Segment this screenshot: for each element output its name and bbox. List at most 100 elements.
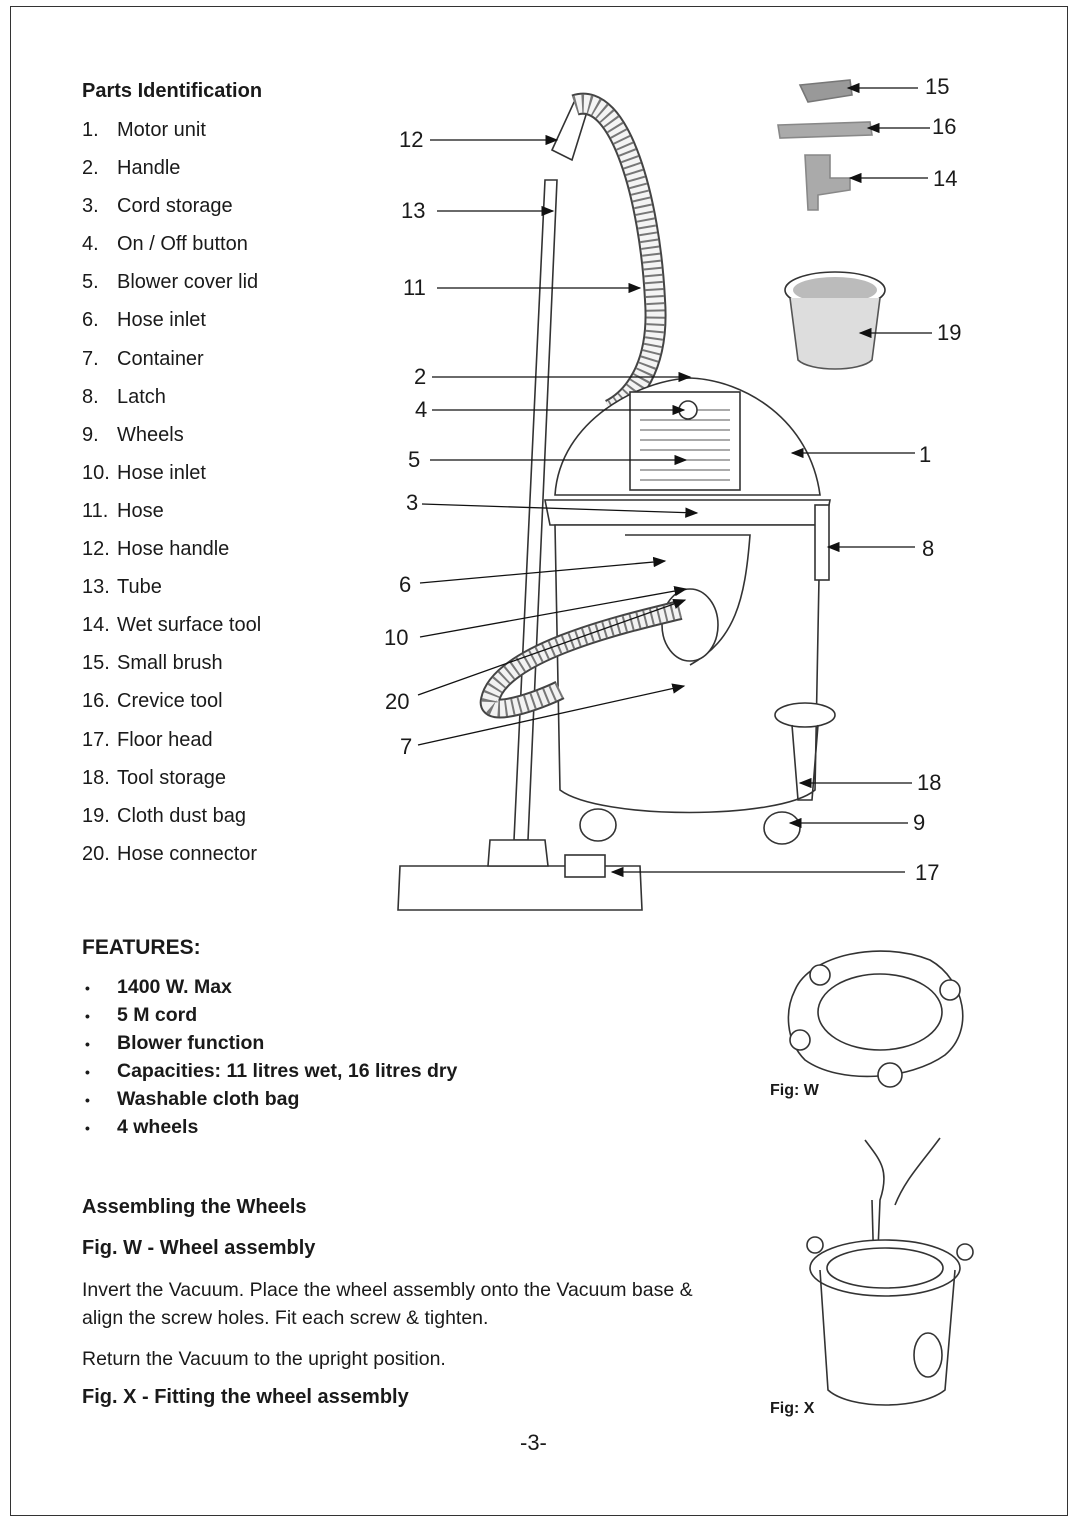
part-number: 18. [82, 766, 110, 789]
parts-item: 14. Wet surface tool [82, 612, 261, 650]
bullet: • [85, 1092, 90, 1109]
part-label: Cloth dust bag [117, 804, 246, 827]
part-label: Latch [117, 385, 166, 408]
feature-label: 1400 W. Max [117, 976, 232, 998]
parts-item: 11. Hose [82, 498, 261, 536]
feature-label: Capacities: 11 litres wet, 16 litres dry [117, 1060, 458, 1083]
page-border [10, 6, 1068, 1516]
parts-item: 17. Floor head [82, 727, 261, 765]
fig-x-caption: Fig: X [770, 1400, 815, 1417]
fig-x-drawing [806, 1137, 974, 1406]
fig-w-caption: Fig: W [770, 1082, 819, 1099]
parts-item: 4.On / Off button [82, 231, 261, 269]
latch [814, 504, 830, 581]
bullet: • [85, 980, 90, 996]
part-label: Crevice tool [117, 690, 223, 713]
part-number: 3. [82, 195, 99, 218]
callout-11: 11 [403, 275, 426, 300]
callout-18: 18 [917, 770, 942, 795]
callout-16: 16 [932, 114, 957, 139]
callout-20: 20 [385, 689, 410, 714]
callout-10: 10 [384, 625, 409, 650]
part-label: Hose [117, 499, 164, 522]
part-label: Container [117, 347, 204, 370]
callout-12: 12 [399, 127, 424, 152]
callout-15: 15 [925, 74, 950, 99]
upright-instruction: Return the Vacuum to the upright positio… [82, 1348, 446, 1370]
part-label: Cord storage [117, 195, 233, 218]
callout-19: 19 [937, 320, 962, 345]
bullet: • [85, 1064, 90, 1081]
part-label: Small brush [117, 652, 223, 675]
part-label: Floor head [117, 728, 213, 751]
part-label: Hose connector [117, 842, 258, 865]
parts-item: 13. Tube [82, 574, 261, 612]
part-label: Hose inlet [117, 309, 206, 332]
feature-label: Washable cloth bag [117, 1088, 300, 1111]
part-number: 19. [82, 804, 110, 827]
feature-item: • Blower function [82, 1030, 457, 1058]
bullet: • [85, 1036, 90, 1053]
part-number: 13. [82, 576, 110, 599]
callout-17: 17 [915, 860, 940, 885]
part-label: Tool storage [117, 766, 226, 789]
feature-label: 5 M cord [117, 1004, 198, 1027]
parts-item: 8.Latch [82, 384, 261, 422]
fig-w-title: Fig. W - Wheel assembly [82, 1237, 316, 1259]
parts-item: 20.Hose connector [82, 841, 261, 879]
parts-item: 16. Crevice tool [82, 688, 261, 726]
part-number: 7. [82, 347, 99, 370]
part-label: Tube [117, 576, 162, 599]
fig-x-title: Fig. X - Fitting the wheel assembly [82, 1386, 409, 1408]
parts-identification-title: Parts Identification [82, 80, 263, 102]
feature-item: • 5 M cord [82, 1002, 457, 1030]
page-number: -3- [520, 1430, 547, 1455]
crevice-tool [777, 121, 873, 139]
part-number: 14. [82, 614, 110, 637]
part-label: Hose handle [117, 538, 230, 561]
callout-8: 8 [922, 536, 935, 561]
tool-storage-brush [774, 702, 836, 728]
feature-label: Blower function [117, 1032, 265, 1055]
part-number: 11. [82, 499, 109, 522]
wet-surface-tool [804, 154, 851, 211]
part-number: 16. [82, 690, 110, 713]
part-number: 2. [82, 157, 99, 180]
part-number: 1. [82, 119, 99, 141]
parts-item: 19. Cloth dust bag [82, 803, 261, 841]
parts-item: 15. Small brush [82, 650, 261, 688]
small-brush [798, 79, 853, 103]
hose-inlet [661, 588, 719, 662]
part-number: 6. [82, 309, 99, 332]
callout-13: 13 [401, 198, 426, 223]
feature-item: •4 wheels [82, 1114, 457, 1142]
assembling-wheels-title: Assembling the Wheels [82, 1196, 307, 1218]
callout-7: 7 [400, 734, 413, 759]
part-number: 4. [82, 233, 99, 256]
callout-3: 3 [406, 490, 419, 515]
container [554, 524, 821, 814]
part-label: Wet surface tool [117, 614, 262, 637]
feature-item: • Capacities: 11 litres wet, 16 litres dr… [82, 1058, 457, 1086]
parts-item: 2.Handle [82, 155, 261, 193]
part-label: Hose inlet [117, 461, 206, 484]
parts-item: 18. Tool storage [82, 765, 261, 803]
callout-4: 4 [415, 397, 428, 422]
assembly-instructions: Invert the Vacuum. Place the wheel assem… [82, 1279, 693, 1329]
part-number: 17. [82, 728, 110, 751]
parts-item: 7. Container [82, 346, 261, 384]
feature-item: • Washable cloth bag [82, 1086, 457, 1114]
features-title: FEATURES: [82, 936, 201, 959]
part-label: Blower cover lid [117, 271, 259, 294]
parts-item: 5.Blower cover lid [82, 269, 261, 307]
callout-1: 1 [919, 442, 932, 467]
parts-item: 10. Hose inlet [82, 460, 261, 498]
bullet: • [85, 1008, 90, 1025]
parts-item: 9.Wheels [82, 422, 261, 460]
parts-item: 12.Hose handle [82, 536, 261, 574]
part-number: 10. [82, 461, 110, 484]
feature-label: 4 wheels [117, 1116, 199, 1139]
parts-item: 1.Motor unit [82, 117, 261, 155]
part-number: 15. [82, 652, 110, 675]
